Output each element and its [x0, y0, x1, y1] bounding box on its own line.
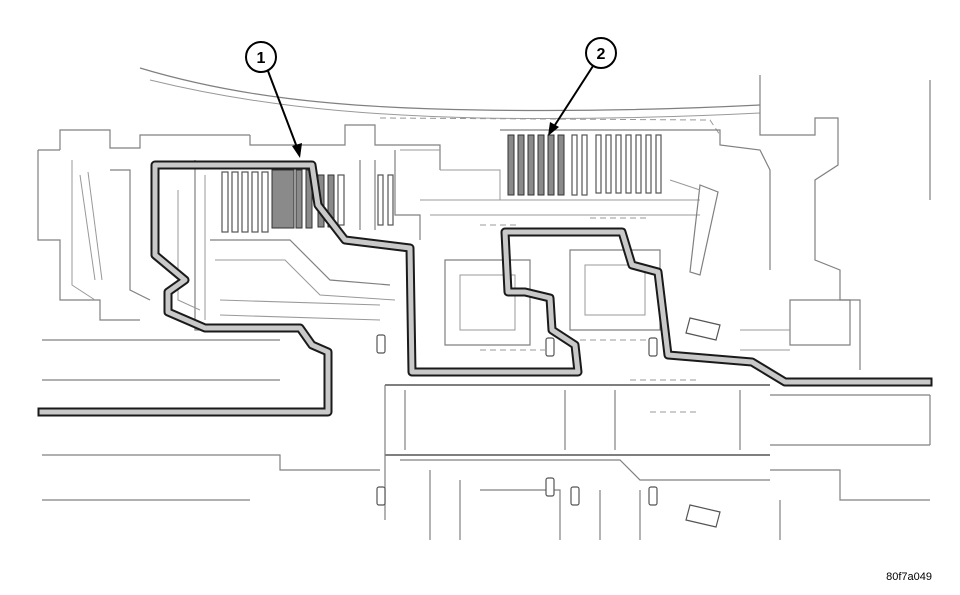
fluid-flow-path-1	[37, 160, 933, 417]
callout-1-label: 1	[257, 50, 266, 67]
clutch-pack-2	[507, 134, 662, 196]
callout-2-arrowhead	[548, 122, 559, 136]
callout-2-label: 2	[597, 46, 606, 63]
callout-2-leader-line	[552, 65, 594, 129]
callout-1: 1	[245, 41, 302, 158]
figure-code: 80f7a049	[886, 571, 932, 583]
callout-1-leader-line	[267, 70, 299, 151]
callout-2-circle	[585, 37, 617, 69]
housing-outline	[37, 67, 931, 540]
callout-1-circle	[245, 41, 277, 73]
callout-2: 2	[548, 37, 617, 136]
clutch-pack-1	[221, 169, 394, 233]
callout-1-arrowhead	[292, 143, 302, 158]
